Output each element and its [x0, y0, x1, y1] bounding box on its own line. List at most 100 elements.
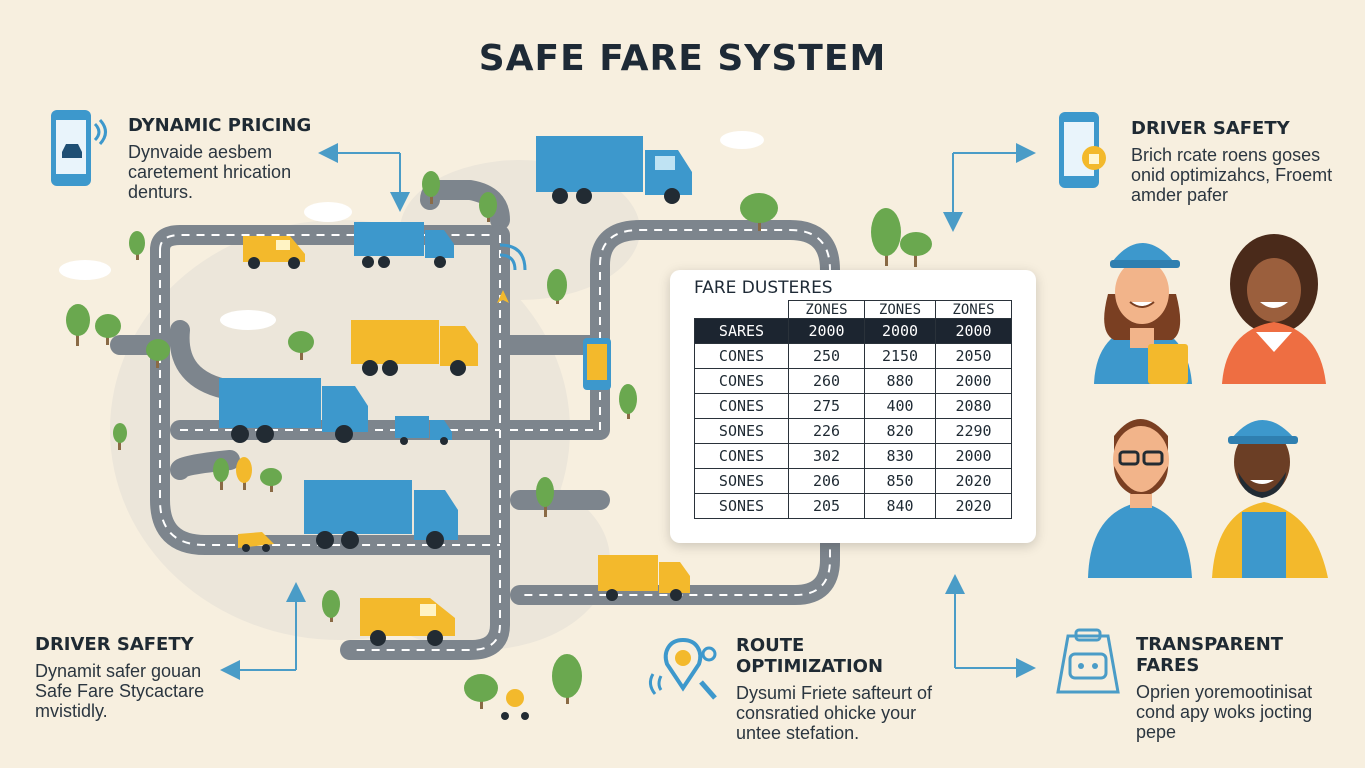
table-header-row: ZONES ZONES ZONES — [694, 300, 1012, 319]
table-cell: 850 — [864, 468, 936, 494]
tree-icon — [536, 477, 554, 517]
table-cell: 2000 — [935, 368, 1012, 394]
page-title: SAFE FARE SYSTEM — [478, 38, 887, 79]
feature-dynamic-pricing: DYNAMIC PRICING Dynvaide aesbem careteme… — [128, 115, 358, 202]
phone-car-icon — [51, 110, 107, 186]
table-cell: 2050 — [935, 343, 1012, 369]
feature-heading: TRANSPARENT FARES — [1136, 634, 1284, 676]
feature-heading: ROUTE OPTIMIZATION — [736, 635, 884, 677]
tree-icon — [66, 304, 90, 346]
feature-heading: DYNAMIC PRICING — [128, 115, 312, 136]
fare-table-card: FARE DUSTERES ZONES ZONES ZONES SARES 20… — [670, 270, 1036, 543]
tree-icon — [547, 269, 567, 304]
feature-body-line: cond apy woks jocting — [1136, 702, 1313, 722]
tree-icon — [322, 590, 340, 622]
table-cell: 206 — [788, 468, 865, 494]
table-cell: 2290 — [935, 418, 1012, 444]
phone-lock-icon — [1059, 112, 1106, 188]
table-row: SONES 226 820 2290 — [694, 418, 1012, 444]
feature-body-line: Dysumi Friete safteurt of — [736, 683, 933, 703]
table-cell: 205 — [788, 493, 865, 519]
feature-body-line: Oprien yoremootinisat — [1136, 682, 1313, 702]
truck-blue-small — [395, 416, 452, 445]
table-cell: 400 — [864, 393, 936, 419]
feature-body-line: consratied ohicke your — [736, 703, 917, 723]
tree-icon — [260, 468, 282, 492]
table-cell: 2000 — [864, 318, 936, 344]
table-cell: 250 — [788, 343, 865, 369]
column-header: ZONES — [864, 300, 936, 319]
column-header — [694, 300, 789, 319]
feature-body-line: amder pafer — [1131, 185, 1229, 205]
truck-yellow — [351, 320, 478, 376]
column-header: ZONES — [935, 300, 1012, 319]
table-cell: 2000 — [935, 318, 1012, 344]
table-cell: SONES — [694, 493, 789, 519]
feature-body-line: mvistidly. — [35, 701, 108, 721]
tree-icon — [619, 384, 637, 419]
feature-driver-safety-bottom: DRIVER SAFETY Dynamit safer gouan Safe F… — [35, 634, 235, 721]
tree-icon — [552, 654, 582, 704]
feature-heading: DRIVER SAFETY — [1131, 118, 1290, 139]
table-cell: CONES — [694, 393, 789, 419]
road-lane-markings — [159, 229, 831, 651]
table-cell: CONES — [694, 343, 789, 369]
tree-icon — [422, 171, 440, 204]
map-phone-icon — [583, 338, 611, 390]
table-cell: SARES — [694, 318, 789, 344]
van-yellow-bottom — [360, 598, 455, 646]
table-cell: SONES — [694, 468, 789, 494]
table-cell: 2020 — [935, 468, 1012, 494]
table-row: CONES 275 400 2080 — [694, 393, 1012, 419]
table-cell: 2000 — [935, 443, 1012, 469]
location-pin-icon — [648, 637, 717, 700]
clouds — [59, 131, 764, 330]
tree-icon — [146, 339, 170, 368]
table-cell: CONES — [694, 443, 789, 469]
table-cell: CONES — [694, 368, 789, 394]
fare-table-title: FARE DUSTERES — [694, 278, 833, 298]
tree-icon — [464, 674, 498, 709]
scooter-icon — [501, 689, 529, 720]
driver-avatars — [1088, 234, 1328, 578]
column-header: ZONES — [788, 300, 865, 319]
fare-table: ZONES ZONES ZONES SARES 2000 2000 2000 C… — [694, 300, 1012, 519]
table-cell: 275 — [788, 393, 865, 419]
table-cell: SONES — [694, 418, 789, 444]
table-row: CONES 260 880 2000 — [694, 368, 1012, 394]
feature-body-line: Safe Fare Stycactare — [35, 681, 205, 701]
tree-icon — [213, 458, 229, 490]
trees — [66, 171, 932, 709]
avatar-driver-cap-woman — [1094, 243, 1192, 384]
feature-body-line: Dynvaide aesbem — [128, 142, 273, 162]
truck-blue-bottom — [304, 480, 458, 549]
tree-icon — [479, 192, 497, 222]
connector-arrows — [220, 143, 1036, 680]
table-cell: 2080 — [935, 393, 1012, 419]
avatar-driver-woman — [1222, 234, 1326, 384]
feature-driver-safety-top: DRIVER SAFETY Brich rcate roens goses on… — [1131, 118, 1356, 205]
table-row-highlight: SARES 2000 2000 2000 — [694, 318, 1012, 344]
tree-icon — [113, 423, 127, 450]
tree-icon — [740, 193, 778, 231]
wifi-signal-icon — [499, 243, 527, 271]
table-cell: 2150 — [864, 343, 936, 369]
truck-blue — [354, 222, 454, 268]
feature-body-line: caretement hrication — [128, 162, 292, 182]
table-cell: 2020 — [935, 493, 1012, 519]
feature-route-optimization: ROUTE OPTIMIZATION Dysumi Friete safteur… — [736, 635, 951, 743]
tree-icon — [900, 232, 932, 267]
fare-meter-icon — [1056, 628, 1120, 694]
table-row: CONES 302 830 2000 — [694, 443, 1012, 469]
tree-icon — [871, 208, 901, 266]
table-row: SONES 206 850 2020 — [694, 468, 1012, 494]
tree-icon — [236, 457, 252, 490]
feature-transparent-fares: TRANSPARENT FARES Oprien yoremootinisat … — [1136, 634, 1351, 742]
feature-body-line: pepe — [1136, 722, 1177, 742]
table-cell: 830 — [864, 443, 936, 469]
table-cell: 2000 — [788, 318, 865, 344]
feature-body-line: onid optimizahcs, Froemt — [1131, 165, 1333, 185]
feature-body-line: untee stefation. — [736, 723, 860, 743]
feature-heading: DRIVER SAFETY — [35, 634, 194, 655]
truck-blue-large — [536, 136, 692, 204]
